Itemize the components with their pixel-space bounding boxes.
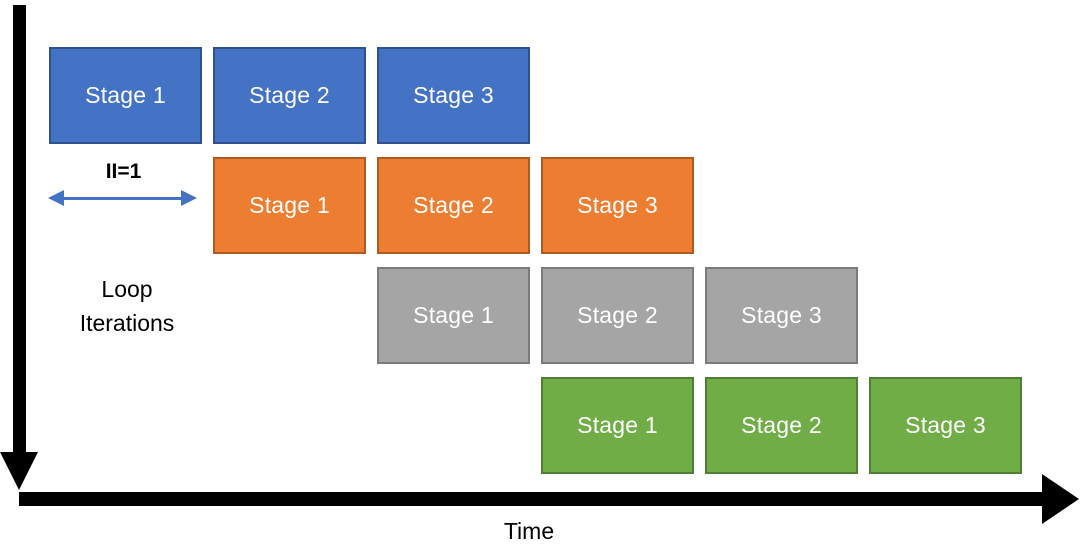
ii-arrow-right-head-icon xyxy=(181,190,197,206)
stage-box-3-1: Stage 1 xyxy=(377,267,530,364)
time-axis-shaft xyxy=(19,492,1043,506)
stage-box-3-3: Stage 3 xyxy=(705,267,858,364)
stage-box-label: Stage 2 xyxy=(577,302,658,328)
stage-box-4-1: Stage 1 xyxy=(541,377,694,474)
stage-box-label: Stage 3 xyxy=(905,412,986,438)
loop-iterations-axis-arrow xyxy=(0,0,50,500)
stage-box-4-3: Stage 3 xyxy=(869,377,1022,474)
ii-arrow-line xyxy=(62,197,184,200)
stage-box-label: Stage 1 xyxy=(85,82,166,108)
stage-box-1-3: Stage 3 xyxy=(377,47,530,144)
loop-axis-shaft xyxy=(13,5,26,455)
ii-arrow-left-head-icon xyxy=(48,190,64,206)
initiation-interval-label: II=1 xyxy=(105,160,142,183)
time-axis-arrowhead-icon xyxy=(1042,474,1079,524)
stage-box-label: Stage 2 xyxy=(413,192,494,218)
stage-box-1-2: Stage 2 xyxy=(213,47,366,144)
loop-iterations-label-line2: Iterations xyxy=(79,310,175,336)
stage-box-label: Stage 3 xyxy=(741,302,822,328)
stage-box-2-3: Stage 3 xyxy=(541,157,694,254)
stage-box-1-1: Stage 1 xyxy=(49,47,202,144)
loop-axis-arrowhead-icon xyxy=(0,452,38,490)
stage-box-label: Stage 1 xyxy=(413,302,494,328)
time-axis-label: Time xyxy=(503,518,555,544)
stage-box-label: Stage 3 xyxy=(577,192,658,218)
stage-box-label: Stage 2 xyxy=(741,412,822,438)
stage-box-2-1: Stage 1 xyxy=(213,157,366,254)
stage-box-2-2: Stage 2 xyxy=(377,157,530,254)
initiation-interval-annotation: II=1 xyxy=(46,160,201,210)
stage-box-label: Stage 2 xyxy=(249,82,330,108)
stage-box-label: Stage 3 xyxy=(413,82,494,108)
stage-box-label: Stage 1 xyxy=(577,412,658,438)
stage-box-3-2: Stage 2 xyxy=(541,267,694,364)
stage-box-4-2: Stage 2 xyxy=(705,377,858,474)
stage-box-label: Stage 1 xyxy=(249,192,330,218)
loop-iterations-label-line1: Loop xyxy=(101,276,153,302)
loop-iterations-axis-label: Loop Iterations xyxy=(42,272,212,340)
